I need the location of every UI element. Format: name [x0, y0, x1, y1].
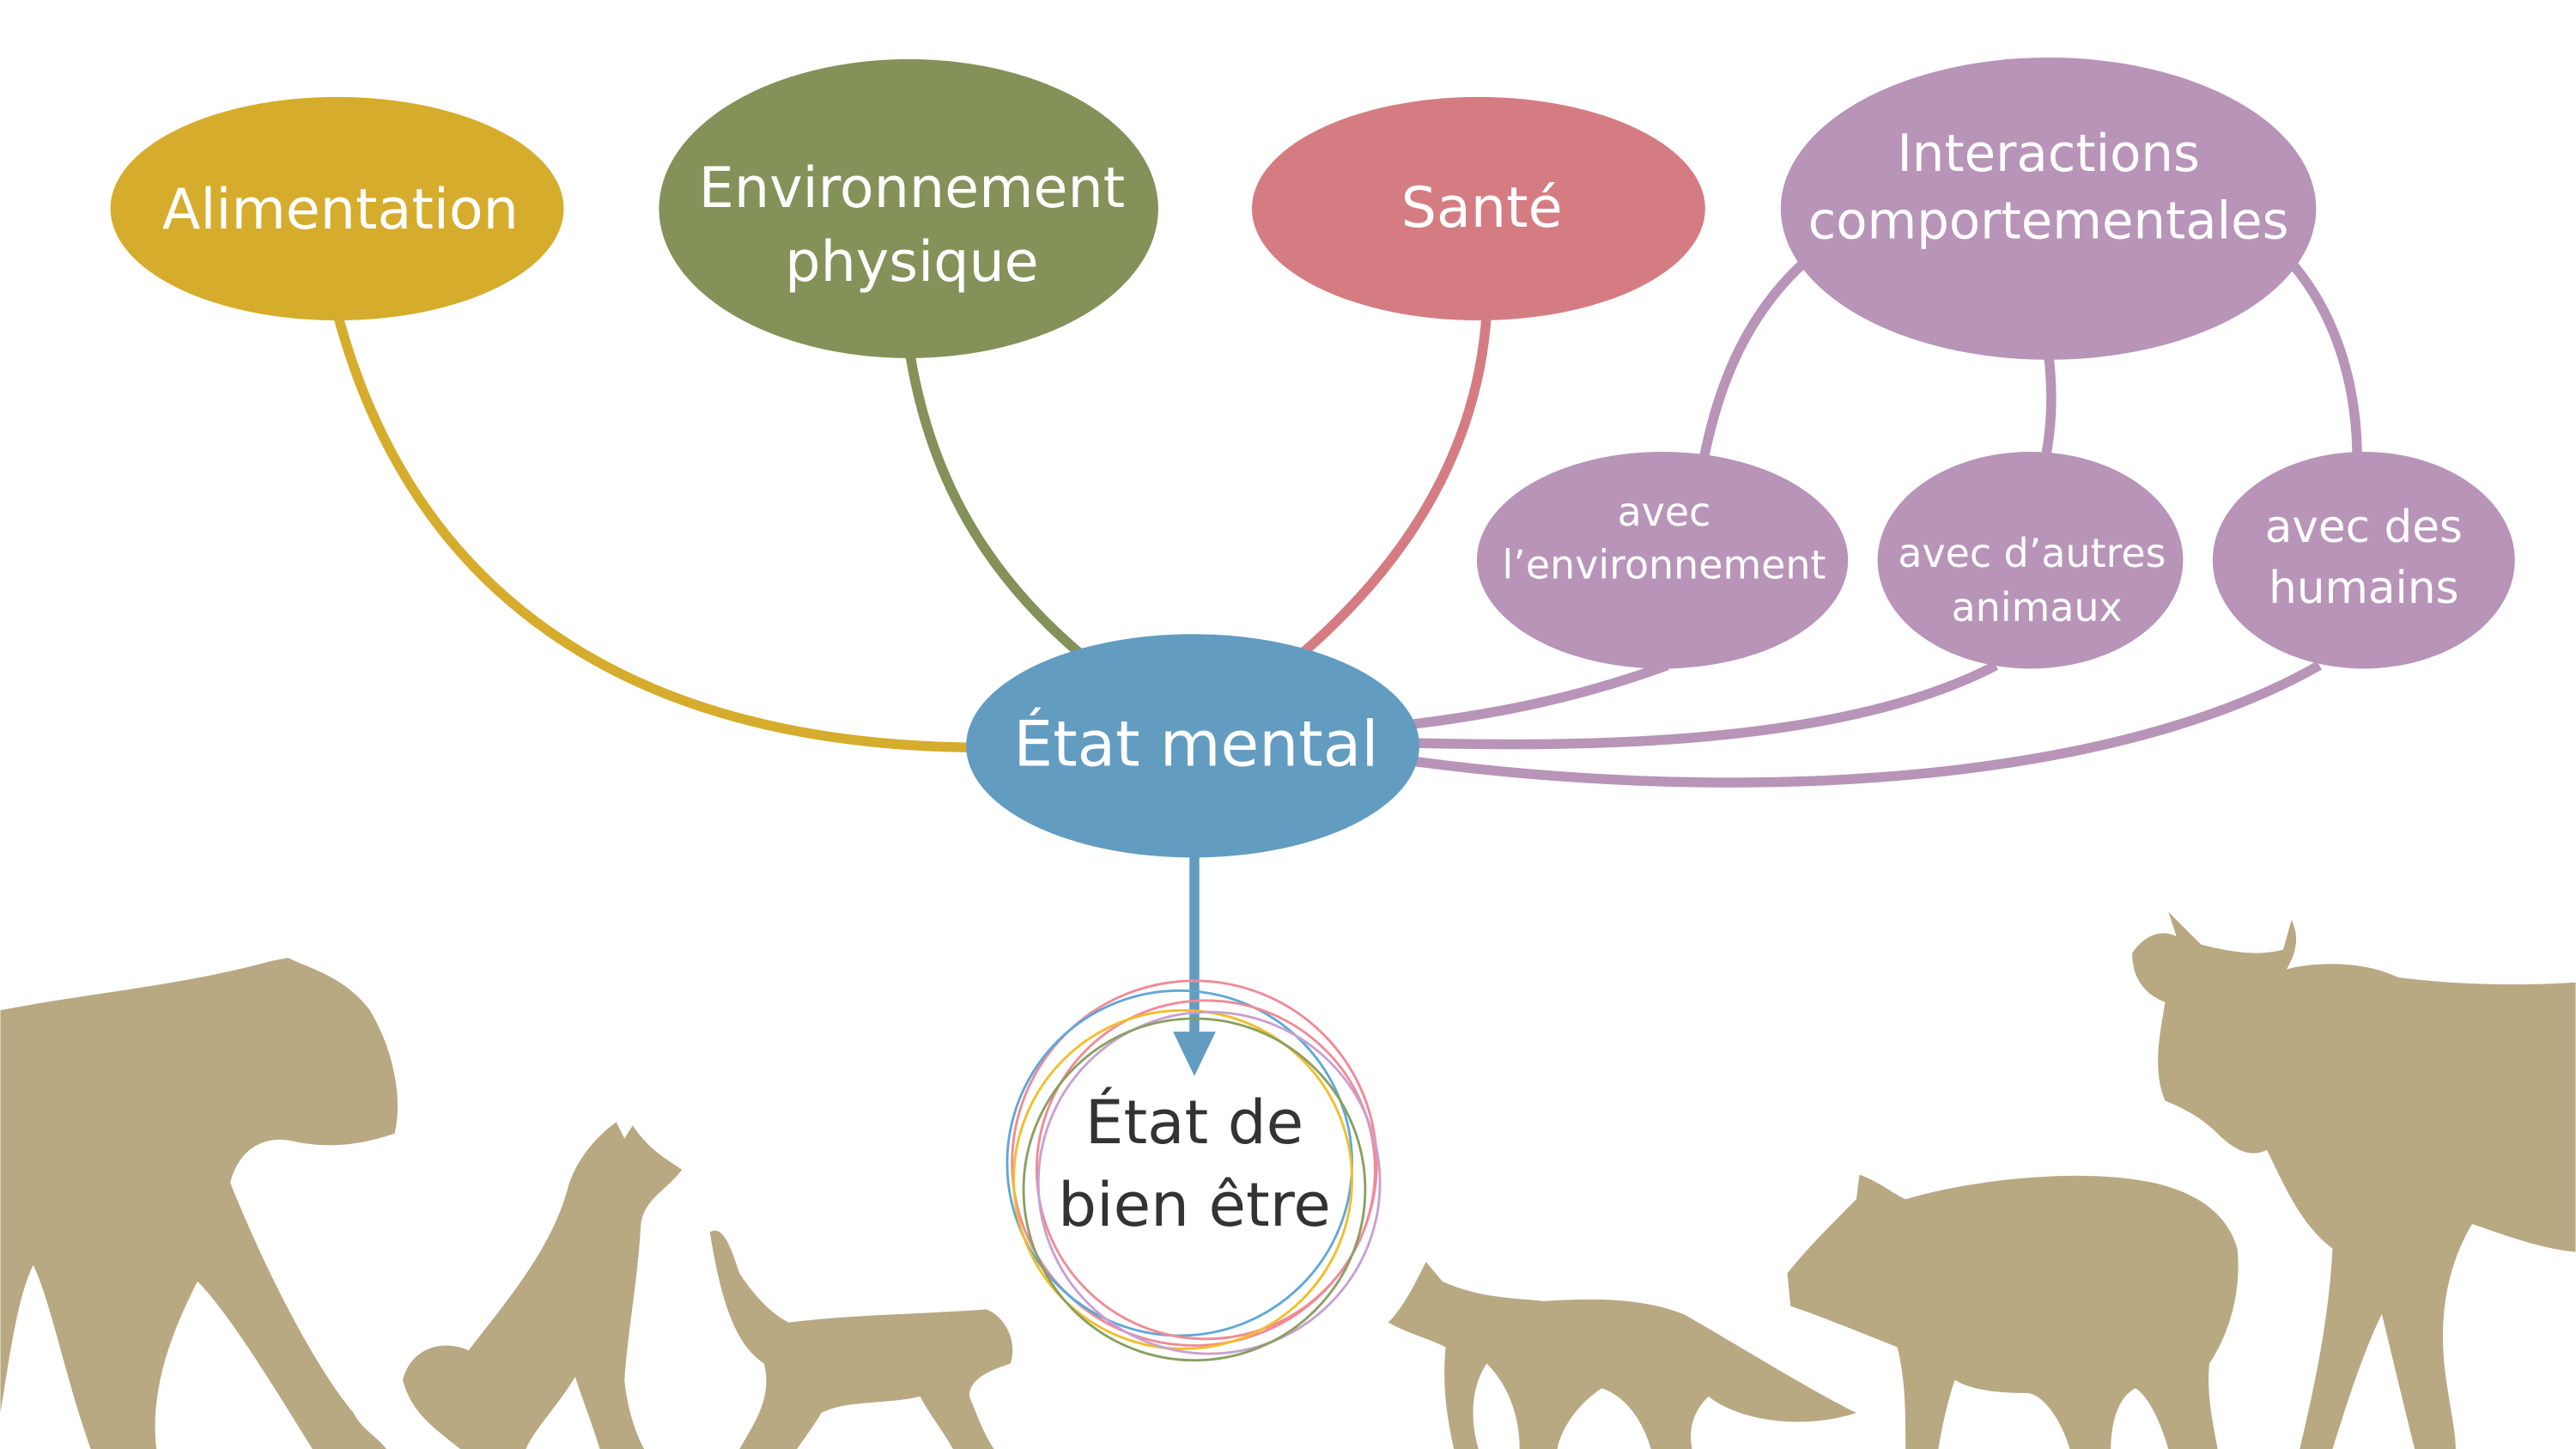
- svg-text:humains: humains: [2269, 563, 2458, 614]
- connector-interactions-humains: [2287, 259, 2362, 460]
- node-avec-environnement[interactable]: avec l’environnement: [1476, 451, 1849, 669]
- svg-text:Santé: Santé: [1401, 176, 1563, 240]
- connector-humains-mental: [1395, 661, 2323, 788]
- node-sante[interactable]: Santé: [1251, 96, 1705, 320]
- tiger-silhouette: [0, 958, 398, 1449]
- bien-etre-line2: bien être: [1058, 1169, 1331, 1240]
- node-avec-autres-animaux[interactable]: avec d’autres animaux: [1877, 451, 2184, 669]
- svg-text:animaux: animaux: [1952, 584, 2123, 630]
- connector-interactions-env: [1698, 259, 1807, 461]
- svg-text:comportementales: comportementales: [1808, 191, 2289, 250]
- svg-text:avec: avec: [1618, 489, 1711, 535]
- dog-silhouette: [403, 1122, 683, 1449]
- node-interactions-comportementales[interactable]: Interactions comportementales: [1780, 57, 2317, 360]
- connector-interactions-animaux: [2040, 352, 2057, 461]
- node-etat-mental[interactable]: État mental: [966, 634, 1420, 858]
- well-being-rings: [1005, 979, 1382, 1362]
- svg-text:avec des: avec des: [2265, 502, 2463, 553]
- svg-text:l’environnement: l’environnement: [1503, 541, 1826, 588]
- fox-silhouette: [1388, 1261, 1856, 1449]
- svg-text:Environnement: Environnement: [699, 156, 1125, 221]
- bien-etre-line1: État de: [1085, 1087, 1303, 1158]
- svg-text:physique: physique: [785, 230, 1038, 295]
- svg-text:État mental: État mental: [1013, 707, 1378, 781]
- cat-silhouette: [709, 1230, 1013, 1449]
- cow-silhouette: [2132, 911, 2576, 1449]
- svg-text:Interactions: Interactions: [1897, 124, 2200, 183]
- arrow-head-icon: [1173, 1032, 1216, 1076]
- connector-animaux-mental: [1396, 661, 1999, 750]
- svg-text:Alimentation: Alimentation: [162, 178, 519, 242]
- node-environnement-physique[interactable]: Environnement physique: [659, 58, 1158, 358]
- node-avec-humains[interactable]: avec des humains: [2212, 451, 2515, 669]
- pig-silhouette: [1787, 1174, 2239, 1449]
- connector-environnement: [903, 344, 1088, 661]
- connector-alimentation: [332, 310, 987, 753]
- node-alimentation[interactable]: Alimentation: [110, 96, 564, 320]
- connector-sante: [1294, 312, 1492, 661]
- connector-env-mental: [1395, 661, 1669, 732]
- svg-text:avec d’autres: avec d’autres: [1898, 530, 2166, 576]
